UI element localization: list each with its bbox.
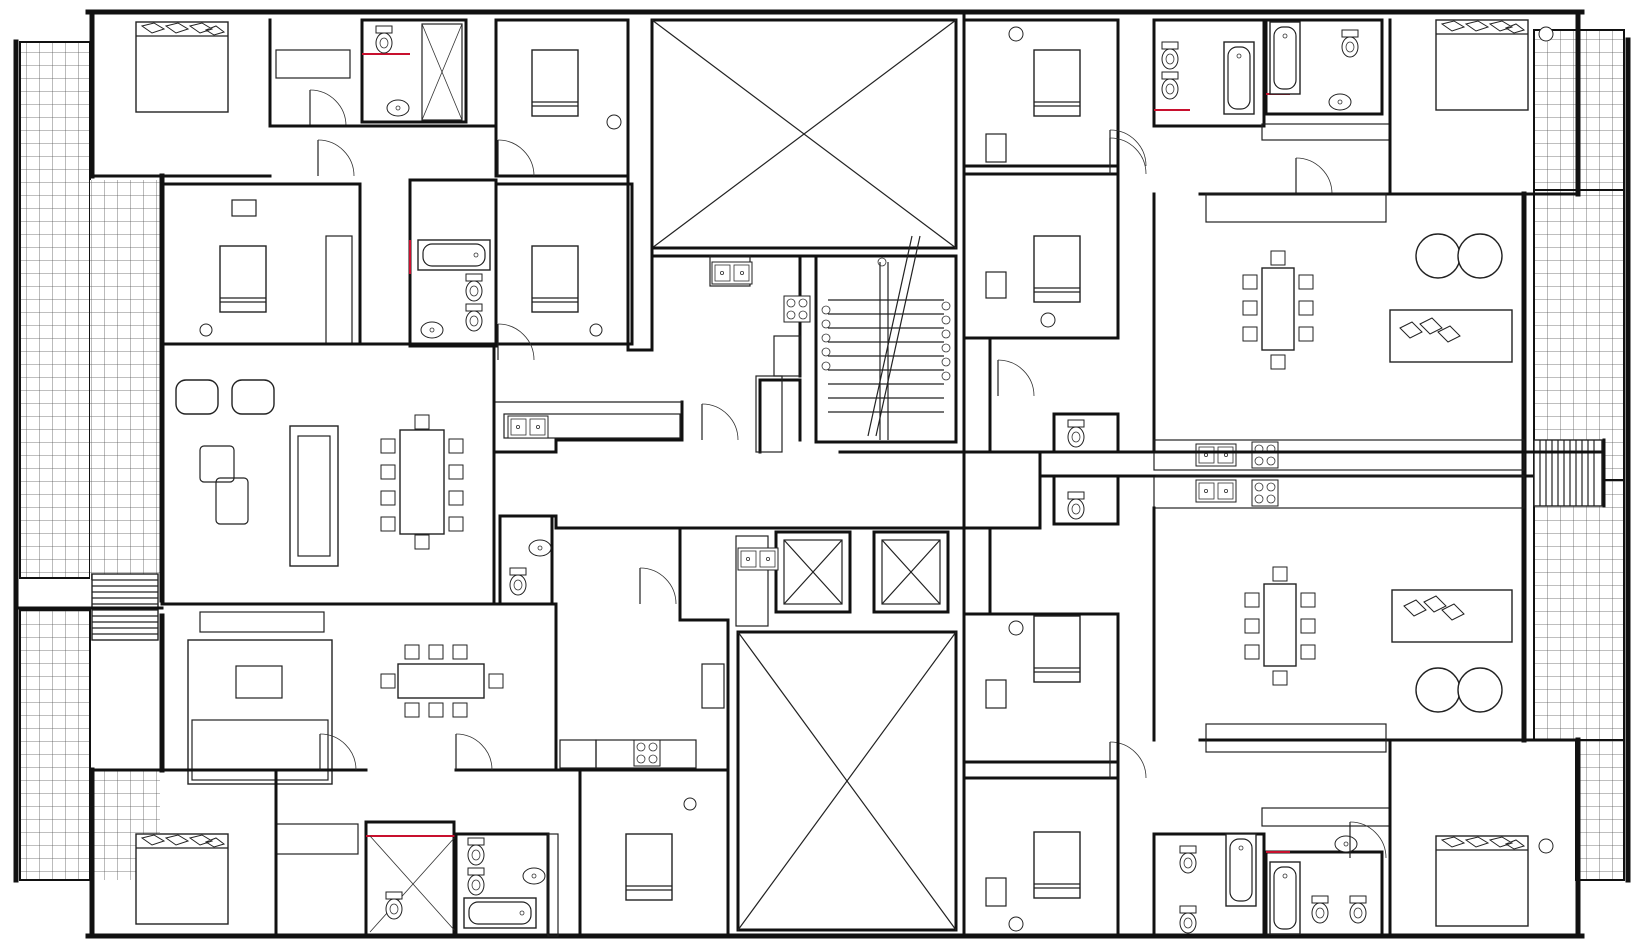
sink-icon [711, 261, 753, 285]
bed-icon [531, 245, 579, 313]
sink-icon [507, 415, 549, 439]
sink-icon [1328, 93, 1352, 111]
misc-walls [626, 174, 1606, 938]
bed-icon [1033, 49, 1081, 117]
apartment-top-right [962, 10, 1554, 938]
bathtub-icon [1225, 833, 1257, 907]
sofa-icon [187, 639, 333, 785]
toilet-icon [1161, 41, 1179, 70]
bathtub-icon [463, 897, 537, 929]
terrace-right-bottom [1533, 37, 1631, 883]
armchair-icon [1415, 233, 1503, 279]
bathtub-icon [417, 239, 491, 271]
bed-icon [1435, 19, 1529, 111]
terrace-left-top [19, 41, 160, 580]
sink-icon [420, 321, 444, 339]
toilet-icon [1179, 905, 1197, 934]
stair [814, 235, 958, 444]
stair-icon [1533, 439, 1603, 507]
stove-icon [633, 739, 661, 767]
toilet-icon [465, 273, 483, 302]
apartment-bottom-right [962, 439, 1606, 938]
toilet-icon [467, 837, 485, 866]
toilet-icon [467, 867, 485, 896]
armchair-icon [175, 379, 275, 415]
stove-icon [1251, 479, 1279, 507]
sink-icon [1195, 479, 1237, 503]
shaft-bottom [736, 630, 958, 932]
apartment-bottom-left [90, 526, 779, 938]
kitchen-top-left [503, 246, 818, 453]
stair-icon [18, 573, 164, 641]
armchair-icon [1415, 667, 1503, 713]
bed-icon [531, 49, 579, 117]
bed-icon [625, 833, 673, 901]
bed-icon [1033, 831, 1081, 899]
sink-icon [522, 867, 546, 885]
sofa-icon [289, 425, 339, 567]
toilet-icon [1161, 71, 1179, 100]
dining-table-icon [380, 414, 464, 550]
bathtub-icon [1269, 21, 1301, 95]
terrace-left-bottom [13, 39, 160, 883]
toilet-icon [509, 567, 527, 596]
toilet-icon [375, 25, 393, 54]
sink-icon [1334, 835, 1358, 853]
stove-icon [783, 295, 811, 323]
bed-icon [1033, 615, 1081, 683]
toilet-icon [1349, 895, 1367, 924]
bed-icon [135, 833, 229, 925]
sink-icon [386, 99, 410, 117]
sink-icon [528, 539, 552, 557]
toilet-icon [385, 891, 403, 920]
corridor-walls [492, 378, 1042, 554]
elevators [774, 530, 950, 614]
bed-icon [135, 21, 229, 113]
dining-table-icon [380, 644, 504, 718]
toilet-icon [465, 303, 483, 332]
bed-icon [1435, 835, 1529, 927]
toilet-icon [1067, 491, 1085, 520]
bed-icon [219, 245, 267, 313]
sink-icon [1195, 443, 1237, 467]
toilet-icon [1067, 419, 1085, 448]
toilet-icon [1341, 29, 1359, 58]
bed-icon [1033, 235, 1081, 303]
toilet-icon [1179, 845, 1197, 874]
bathtub-icon [1269, 861, 1301, 935]
toilet-icon [1311, 895, 1329, 924]
apartment-top-left [18, 18, 634, 641]
dining-table-icon [1242, 250, 1314, 370]
sink-icon [737, 547, 779, 571]
bathtub-icon [1223, 41, 1255, 115]
stove-icon [1251, 441, 1279, 469]
dining-table-icon [1244, 566, 1316, 686]
shaft-top [650, 18, 958, 250]
